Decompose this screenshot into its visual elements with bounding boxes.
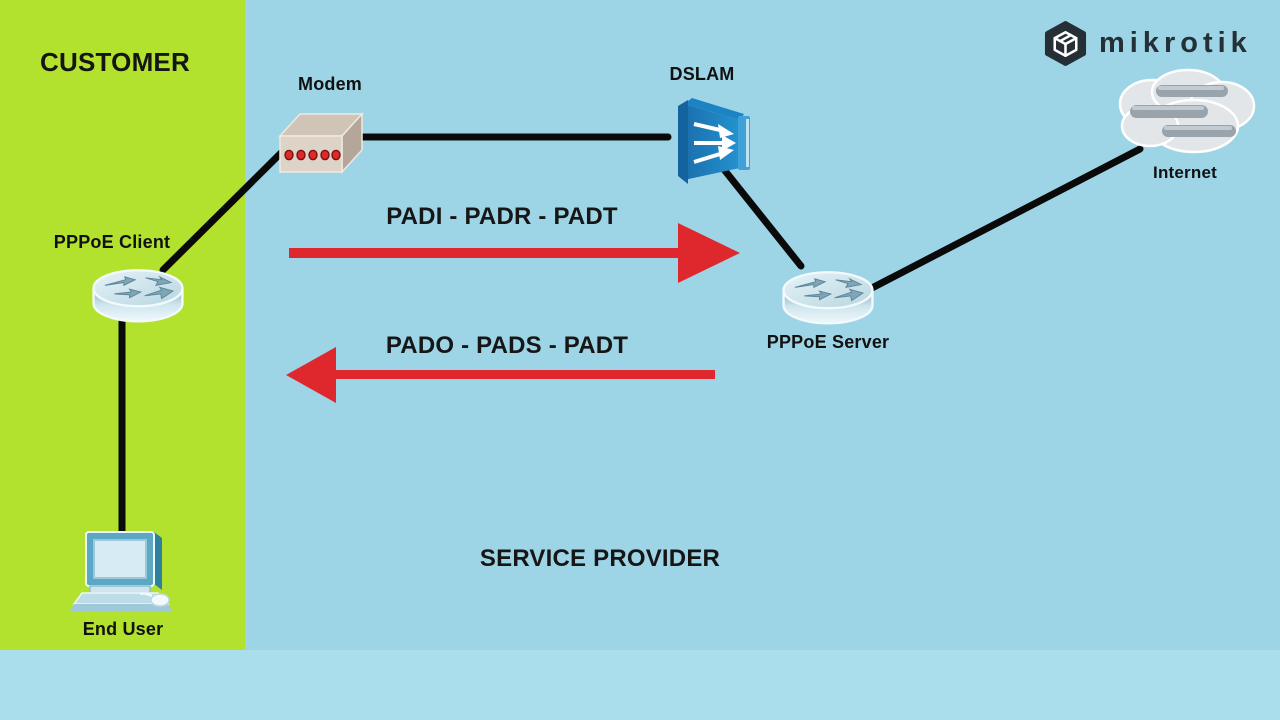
pppoe-server-label: PPPoE Server: [766, 332, 890, 352]
customer-zone-label: CUSTOMER: [40, 47, 190, 77]
cloud-bars: [1130, 85, 1236, 137]
router-icon: [782, 271, 874, 325]
modem-led-lights: [284, 149, 341, 161]
modem-box-icon: [278, 112, 364, 174]
end-user-device: [68, 524, 178, 624]
mouse-icon: [139, 592, 170, 607]
padi-padr-padt-flow-label: PADI - PADR - PADT: [386, 203, 618, 230]
dslam-device: [672, 86, 756, 188]
cloud-icon: [1118, 68, 1256, 154]
dslam-mux-arrows: [693, 122, 722, 164]
router-top-arrows: [794, 277, 865, 302]
pppoe-client-label: PPPoE Client: [53, 232, 171, 252]
link-server-internet: [866, 145, 1144, 293]
pado-pads-padt-flow-label: PADO - PADS - PADT: [385, 332, 629, 359]
internet-label: Internet: [1153, 163, 1217, 182]
service-provider-zone-label: SERVICE PROVIDER: [479, 545, 721, 572]
mikrotik-logo: mikrotik: [1042, 21, 1252, 66]
modem-label: Modem: [298, 74, 362, 94]
mikrotik-logo-text: mikrotik: [1099, 27, 1252, 59]
dslam-label: DSLAM: [669, 64, 735, 84]
dslam-mux-icon: [678, 98, 750, 184]
router-icon: [92, 269, 184, 323]
router-top-arrows: [104, 275, 175, 300]
pppoe-client-device: [86, 252, 190, 332]
modem-device: [270, 100, 370, 175]
mikrotik-hex-box-icon: [1044, 21, 1087, 66]
dslam-arrowheads: [718, 124, 736, 160]
ethernet-links: [118, 133, 1144, 552]
flow-arrow-right: [289, 223, 740, 283]
end-user-label: End User: [82, 619, 164, 639]
bottom-strip: [0, 650, 1280, 720]
flow-arrows: [286, 223, 740, 403]
internet-device: [1110, 62, 1262, 160]
desktop-pc-icon: [70, 531, 172, 611]
pppoe-server-device: [776, 254, 880, 334]
